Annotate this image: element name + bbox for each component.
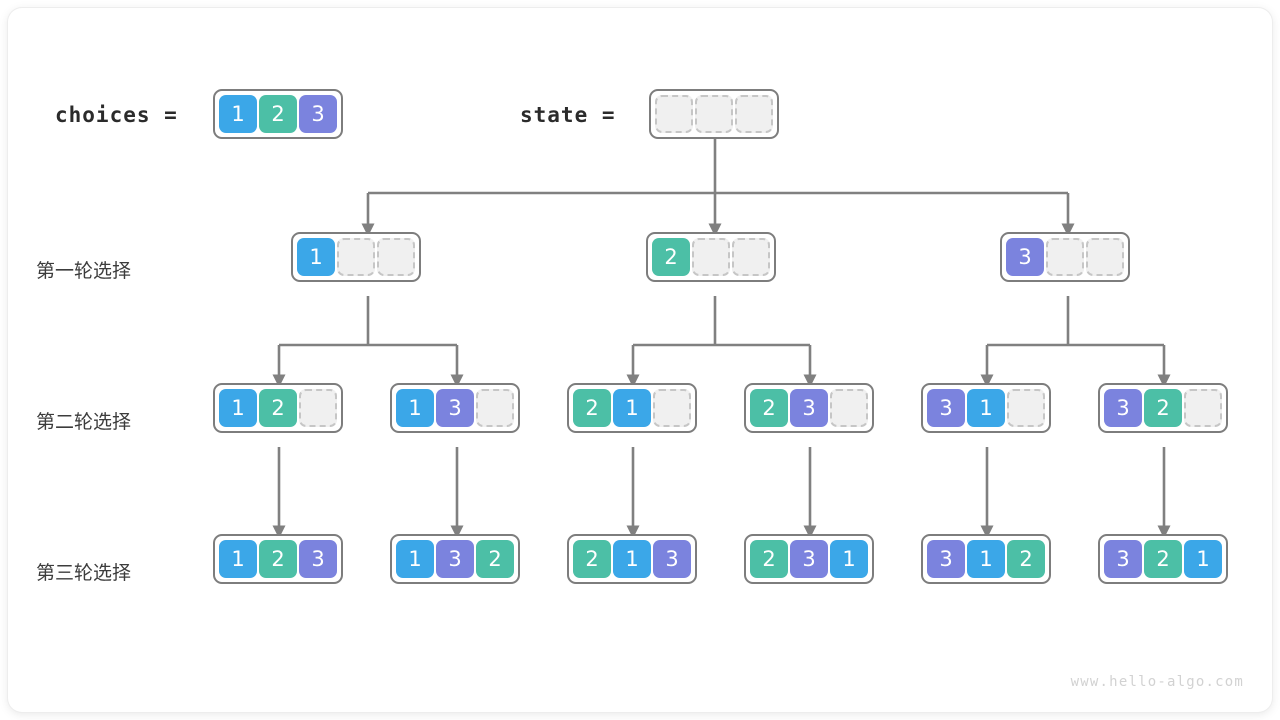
node-n11-cell-0: 1 <box>219 389 257 427</box>
node-level-1-1: 2 <box>646 232 776 282</box>
choices-label: choices = <box>55 103 178 127</box>
node-n22-cell-2 <box>830 389 868 427</box>
node-n3-cell-1 <box>1046 238 1084 276</box>
node-n111-cell-0: 1 <box>219 540 257 578</box>
node-n31-cell-0: 3 <box>927 389 965 427</box>
row-label-round-3: 第三轮选择 <box>36 563 132 584</box>
node-n3-cell-0: 3 <box>1006 238 1044 276</box>
node-n21-cell-1: 1 <box>613 389 651 427</box>
node-n121-cell-1: 3 <box>436 540 474 578</box>
node-n32-cell-1: 2 <box>1144 389 1182 427</box>
state-label: state = <box>520 103 616 127</box>
node-n111-cell-1: 2 <box>259 540 297 578</box>
state-array <box>649 89 779 139</box>
node-n111-cell-2: 3 <box>299 540 337 578</box>
node-n221-cell-0: 2 <box>750 540 788 578</box>
node-n12-cell-0: 1 <box>396 389 434 427</box>
choices-cell-2: 3 <box>299 95 337 133</box>
node-n221-cell-1: 3 <box>790 540 828 578</box>
state-cell-1 <box>695 95 733 133</box>
node-n1-cell-0: 1 <box>297 238 335 276</box>
node-n31-cell-1: 1 <box>967 389 1005 427</box>
node-n211-cell-1: 1 <box>613 540 651 578</box>
node-n221-cell-2: 1 <box>830 540 868 578</box>
node-n12-cell-1: 3 <box>436 389 474 427</box>
node-n321-cell-0: 3 <box>1104 540 1142 578</box>
node-n2-cell-1 <box>692 238 730 276</box>
node-n31-cell-2 <box>1007 389 1045 427</box>
node-n121-cell-2: 2 <box>476 540 514 578</box>
node-level-1-2: 3 <box>1000 232 1130 282</box>
node-level-1-0: 1 <box>291 232 421 282</box>
node-n21-cell-0: 2 <box>573 389 611 427</box>
choices-cell-0: 1 <box>219 95 257 133</box>
node-n11-cell-2 <box>299 389 337 427</box>
state-cell-2 <box>735 95 773 133</box>
node-n311-cell-0: 3 <box>927 540 965 578</box>
node-n211-cell-2: 3 <box>653 540 691 578</box>
row-label-round-1: 第一轮选择 <box>36 261 132 282</box>
watermark: www.hello-algo.com <box>1070 674 1244 690</box>
node-n211-cell-0: 2 <box>573 540 611 578</box>
connector-lines <box>272 137 1171 539</box>
node-n21-cell-2 <box>653 389 691 427</box>
node-n1-cell-2 <box>377 238 415 276</box>
node-n32-cell-0: 3 <box>1104 389 1142 427</box>
choices-cell-1: 2 <box>259 95 297 133</box>
node-n22-cell-1: 3 <box>790 389 828 427</box>
node-n311-cell-2: 2 <box>1007 540 1045 578</box>
node-n121-cell-0: 1 <box>396 540 434 578</box>
node-n321-cell-1: 2 <box>1144 540 1182 578</box>
node-n11-cell-1: 2 <box>259 389 297 427</box>
node-n12-cell-2 <box>476 389 514 427</box>
state-cell-0 <box>655 95 693 133</box>
node-n32-cell-2 <box>1184 389 1222 427</box>
node-n22-cell-0: 2 <box>750 389 788 427</box>
node-n321-cell-2: 1 <box>1184 540 1222 578</box>
node-n1-cell-1 <box>337 238 375 276</box>
node-n2-cell-2 <box>732 238 770 276</box>
node-n311-cell-1: 1 <box>967 540 1005 578</box>
row-label-round-2: 第二轮选择 <box>36 412 132 433</box>
node-n3-cell-2 <box>1086 238 1124 276</box>
node-n2-cell-0: 2 <box>652 238 690 276</box>
